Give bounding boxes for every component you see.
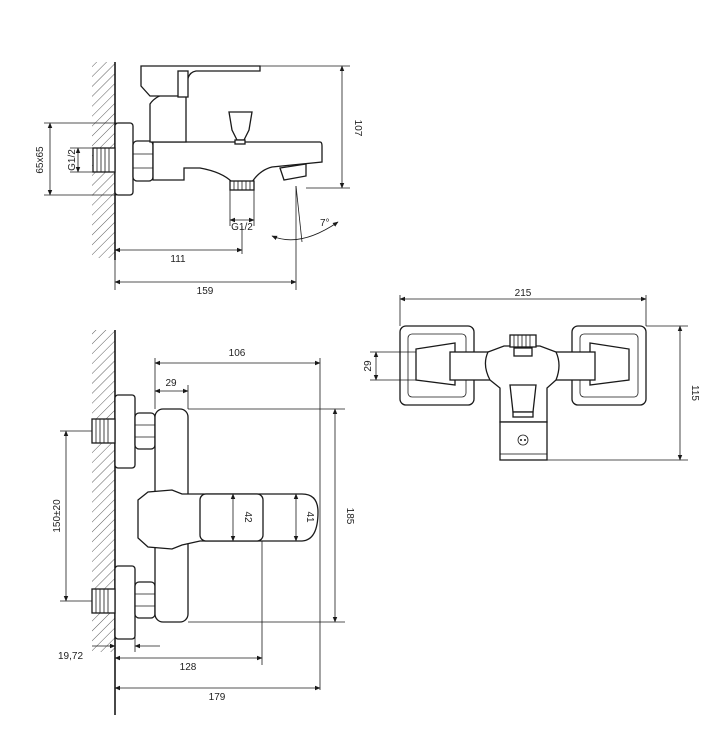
dim-offset-29-top: 29	[363, 360, 374, 372]
upper-thread-front	[91, 418, 116, 444]
dim-depth-159: 159	[197, 286, 214, 297]
dim-handle-41: 41	[304, 511, 315, 523]
dim-width-215: 215	[515, 288, 532, 299]
dim-depth-179: 179	[209, 692, 226, 703]
top-view: 215 115 29	[363, 288, 700, 461]
dim-height-185: 185	[344, 508, 355, 525]
mixer-body-side	[152, 141, 323, 183]
dim-flange-65x65: 65x65	[35, 146, 46, 174]
right-nut-top	[589, 342, 630, 386]
dim-offset-29: 29	[165, 378, 177, 389]
dim-angle-7: 7°	[320, 218, 330, 229]
dim-handle-42: 42	[242, 511, 253, 523]
dim-height-115: 115	[689, 385, 700, 401]
side-view: 107 65x65 G1/2 G1/2 111 159 7°	[35, 62, 363, 297]
front-view: 106 29 150±20 185 42 41 19,72 128 179	[52, 330, 355, 715]
cartridge-tower-side	[149, 92, 187, 143]
diverter-knob-side	[228, 111, 253, 141]
dim-width-106: 106	[229, 348, 246, 359]
diverter-top	[509, 384, 537, 413]
inlet-thread-side	[92, 147, 116, 173]
spout-tip-side	[279, 163, 307, 181]
top-thread-top	[509, 334, 537, 348]
upper-nut-front	[134, 412, 156, 450]
wall-flange-side	[114, 122, 134, 196]
left-nut-top	[415, 342, 456, 386]
outlet-indicator-top	[517, 434, 529, 446]
dim-wall-offset-1972: 19,72	[58, 651, 83, 662]
hex-nut-side	[132, 140, 154, 182]
lower-thread-front	[91, 588, 116, 614]
upper-flange-front	[114, 394, 136, 469]
dim-thread-wall-g12: G1/2	[67, 149, 78, 171]
dim-depth-111: 111	[170, 254, 186, 265]
lever-handle-side	[140, 65, 261, 97]
dim-depth-128: 128	[180, 662, 197, 673]
lower-nut-front	[134, 581, 156, 619]
wall-hatch-front	[92, 330, 115, 652]
central-body-top	[484, 345, 560, 423]
dim-spacing-150: 150±20	[52, 499, 63, 533]
dim-height-107: 107	[352, 120, 363, 137]
lower-flange-front	[114, 565, 136, 640]
